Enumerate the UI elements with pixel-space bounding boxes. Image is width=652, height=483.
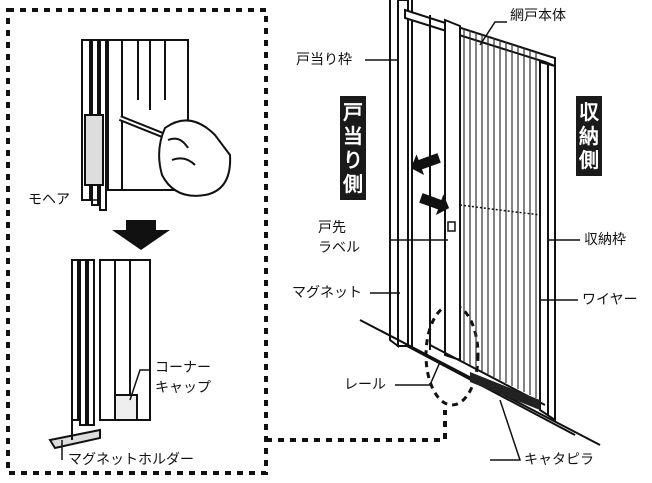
label-storage-frame: 収納枠 (584, 232, 626, 248)
badge-door-stop-side-char: 当 (343, 124, 363, 148)
label-mohair: モヘア (28, 192, 70, 208)
pleats (463, 28, 537, 398)
label-corner-cap-line2: キャップ (155, 380, 211, 396)
door-frame (359, 0, 601, 446)
label-magnet-holder: マグネットホルダー (68, 452, 194, 468)
wire-line (459, 204, 541, 216)
label-door-tip-line2: ラベル (318, 240, 360, 256)
label-magnet: マグネット (292, 285, 362, 301)
arrow-left-icon (410, 153, 441, 176)
label-caterpillar: キャタピラ (524, 452, 594, 468)
down-arrow-icon (112, 220, 170, 250)
badge-door-stop-side: 戸 当 り 側 (340, 96, 366, 200)
label-wire: ワイヤー (582, 292, 638, 308)
label-rail: レール (344, 377, 386, 393)
label-corner-cap-line1: コーナー (155, 360, 211, 376)
badge-door-stop-side-char: 側 (343, 172, 363, 196)
badge-door-stop-side-char: り (343, 148, 363, 172)
leader-lines (61, 21, 580, 461)
badge-door-stop-side-char: 戸 (343, 100, 363, 124)
caterpillar-shape (470, 372, 540, 410)
badge-storage-side-char: 側 (579, 148, 599, 172)
badge-storage-side: 収 納 側 (576, 96, 602, 176)
inset-top (81, 39, 232, 211)
arrow-right-icon (419, 193, 450, 216)
label-door-stop-frame: 戸当り枠 (296, 52, 352, 68)
badge-storage-side-char: 納 (579, 124, 599, 148)
badge-storage-side-char: 収 (579, 100, 599, 124)
inset-bottom (48, 259, 151, 450)
detail-connector (266, 410, 447, 442)
label-screen-body: 網戸本体 (510, 8, 566, 24)
door-tip-label-mark (447, 221, 456, 232)
label-door-tip-line1: 戸先 (318, 220, 346, 236)
